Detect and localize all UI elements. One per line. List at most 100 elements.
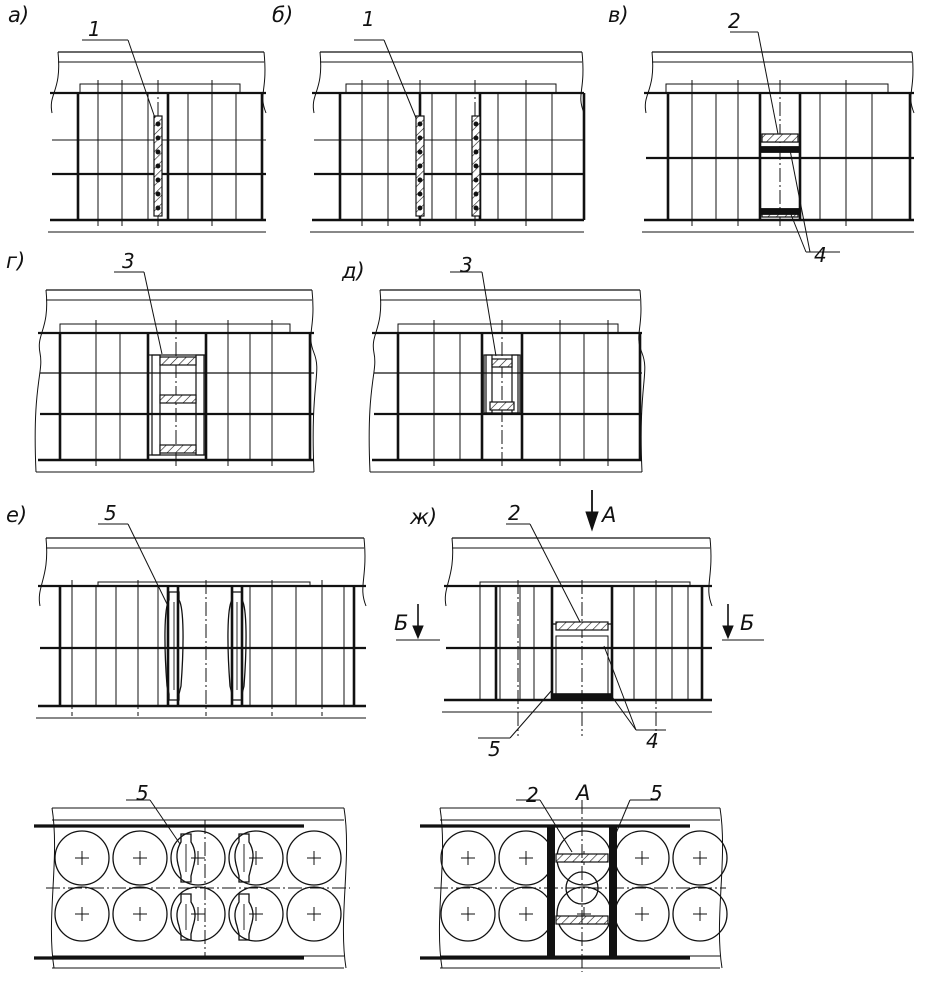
leader-shelf [143, 271, 163, 355]
log-circle [286, 886, 342, 942]
leader-line [789, 211, 807, 253]
spacer-dot [155, 205, 161, 211]
post-thick [609, 825, 617, 957]
inner-profile [665, 83, 889, 93]
panel-left-break [444, 537, 454, 607]
bar-4b [759, 208, 801, 215]
spacer-dot [155, 191, 161, 197]
log-circle [170, 830, 226, 886]
spacer-dot [473, 205, 479, 211]
panel-right-break [310, 289, 318, 473]
callout-v-4: 4 [814, 243, 827, 267]
panel-label-g: г) [6, 249, 25, 273]
spacer-dot [473, 191, 479, 197]
panel-label-a: а) [8, 3, 29, 27]
spacer-dot [155, 121, 161, 127]
callout-zh-4: 4 [646, 729, 659, 753]
spacer-2-zh [555, 621, 609, 631]
spacer-dot [155, 177, 161, 183]
panel-left-break [644, 51, 654, 114]
log-circle [228, 830, 284, 886]
inner-profile [397, 323, 619, 333]
panel-label-v: в) [608, 3, 629, 27]
leader-shelf [539, 799, 573, 853]
panel-right-break [362, 537, 367, 607]
log-circle [112, 830, 168, 886]
panel-right-break [638, 289, 646, 473]
post-thick [547, 825, 555, 957]
section-arrow-b-right-head [722, 625, 734, 640]
callout-zh-2: 2 [508, 501, 521, 525]
log-circle [672, 830, 728, 886]
spacer-dot [473, 149, 479, 155]
log-circle [440, 830, 496, 886]
leader-shelf [383, 39, 417, 119]
panel-right-break [262, 51, 267, 114]
leader-line [509, 689, 553, 739]
panel-left-break [34, 289, 48, 473]
cage-frame [483, 354, 521, 414]
callout-g-3: 3 [122, 249, 135, 273]
spacer-dot [155, 163, 161, 169]
spacer-3e [489, 401, 515, 411]
panel-label-e: е) [6, 503, 27, 527]
inner-profile [479, 581, 691, 586]
leader-line [609, 693, 637, 731]
panel-left-break [368, 289, 382, 473]
section-arrow-b-left-head [412, 625, 424, 640]
panel-label-zh: ж) [409, 505, 437, 529]
panel-right-break [708, 537, 713, 607]
callout-sec1-5: 5 [136, 781, 149, 805]
view-arrow-a-head [585, 511, 599, 532]
spacer-dot [417, 205, 423, 211]
cage-post [151, 354, 161, 456]
panel-label-d: д) [341, 259, 365, 283]
leader-shelf [127, 39, 156, 119]
inner-profile [97, 581, 311, 586]
leader-shelf [481, 271, 497, 357]
panel-right-break [910, 51, 915, 114]
cage-post [511, 354, 519, 414]
leader-line [789, 149, 811, 253]
cage-post [195, 354, 205, 456]
section-marker-b-left: Б [394, 611, 408, 635]
log-circle [170, 886, 226, 942]
spacer-dot [417, 121, 423, 127]
spacer-2 [761, 133, 799, 143]
leader-shelf [529, 523, 581, 623]
leader-line [613, 799, 631, 839]
section-pad-5d [234, 893, 254, 941]
callout-e-5: 5 [104, 501, 117, 525]
spacer-dot [473, 177, 479, 183]
spacer-3d [491, 358, 513, 368]
callout-b-1: 1 [362, 7, 375, 31]
inner-profile [79, 83, 241, 93]
spacer-dot [473, 135, 479, 141]
log-circle [112, 886, 168, 942]
panel-left-break [312, 51, 322, 114]
view-a-title: А [574, 781, 590, 805]
section-pad-5c [234, 833, 254, 883]
leader-shelf [149, 799, 181, 845]
spacer-dot [417, 191, 423, 197]
leader-line [603, 645, 637, 731]
callout-sec2-5: 5 [650, 781, 663, 805]
spacer-dot [417, 149, 423, 155]
spacer-dot [473, 163, 479, 169]
spacer-dot [417, 177, 423, 183]
panel-right-break [580, 51, 585, 114]
panel-left-break [38, 537, 48, 607]
panel-left-break [50, 51, 60, 114]
spacer-dot [417, 135, 423, 141]
cage-frame [147, 354, 207, 456]
view-marker-a: А [600, 503, 616, 527]
leader-shelf [757, 31, 779, 135]
spacer-3 [159, 356, 197, 366]
spacer-dot [155, 135, 161, 141]
section-marker-b-right: Б [740, 611, 754, 635]
cage-post [485, 354, 493, 414]
log-circle [286, 830, 342, 886]
callout-zh-5: 5 [488, 737, 501, 761]
log-circle [54, 830, 110, 886]
